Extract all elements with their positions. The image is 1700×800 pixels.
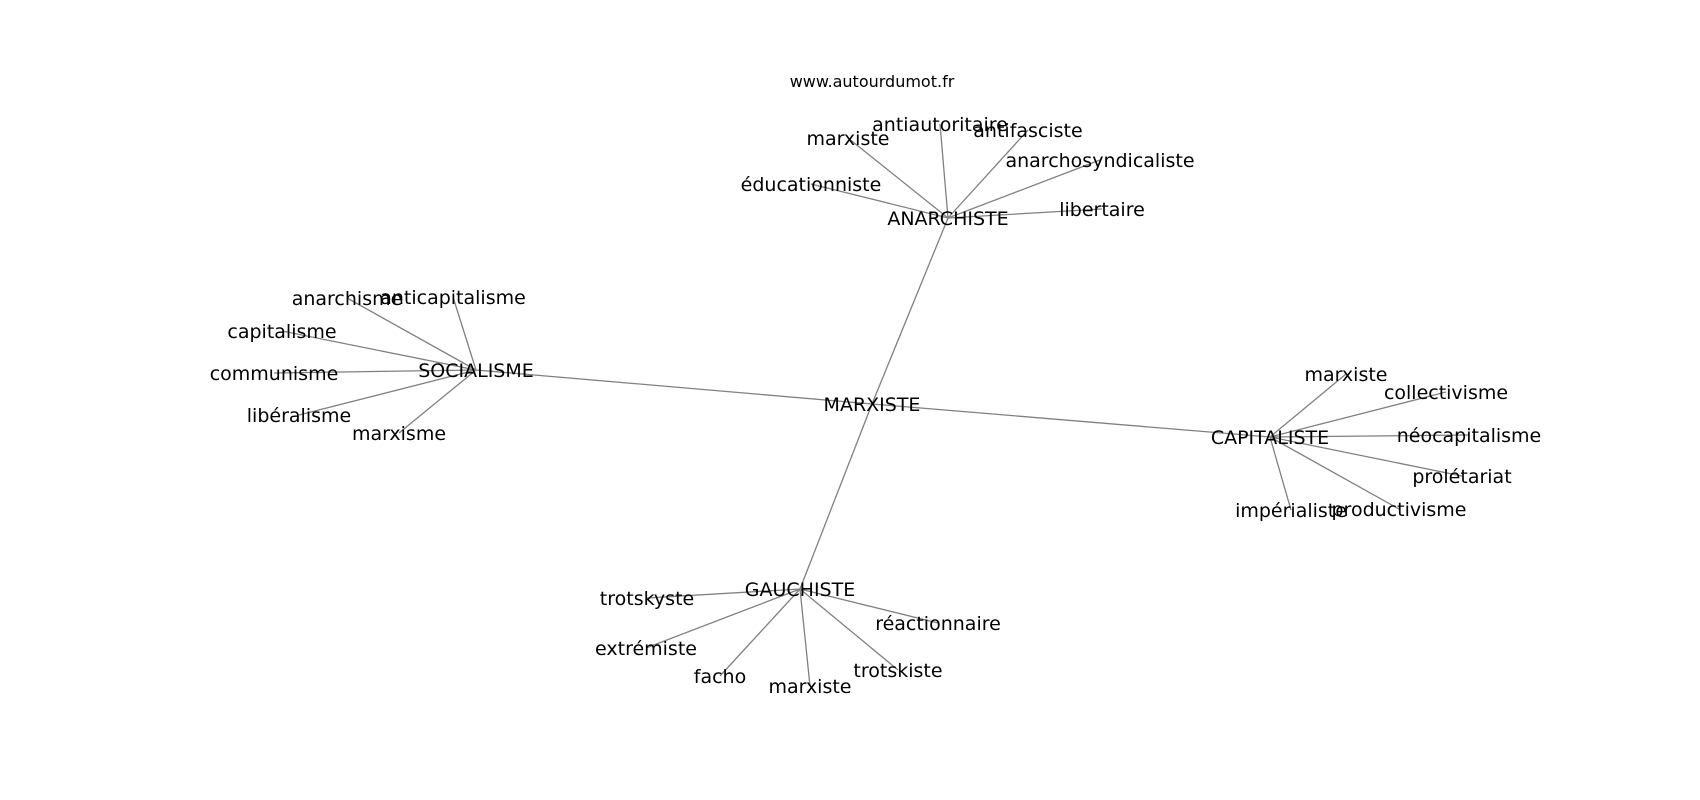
leaf-node-label: marxisme bbox=[352, 423, 446, 445]
leaf-node-label: extrémiste bbox=[595, 638, 697, 660]
edge-anarchiste-leaf bbox=[810, 183, 949, 219]
edge-gauchiste-leaf bbox=[799, 588, 811, 687]
edge-capitaliste-leaf bbox=[1269, 436, 1400, 510]
edges-layer bbox=[273, 123, 1470, 687]
edge-gauchiste-leaf bbox=[799, 588, 939, 624]
leaf-node-label: marxiste bbox=[768, 676, 851, 698]
edge-socialisme-leaf bbox=[398, 369, 477, 434]
leaf-node-label: anarchisme bbox=[292, 288, 403, 310]
leaf-node-label: éducationniste bbox=[741, 174, 882, 196]
edge-capitaliste-leaf bbox=[1269, 391, 1447, 438]
leaf-node-label: communisme bbox=[210, 363, 339, 385]
leaf-node-label: facho bbox=[694, 666, 746, 688]
leaf-node-label: anarchosyndicaliste bbox=[1005, 150, 1194, 172]
edge-gauchiste-leaf bbox=[645, 588, 801, 649]
edge-socialisme-leaf bbox=[452, 296, 477, 371]
center-node-label: MARXISTE bbox=[824, 394, 921, 416]
edge-anarchiste-leaf bbox=[947, 129, 1029, 219]
leaf-node-label: trotskyste bbox=[600, 588, 694, 610]
hub-node-label-gauchiste: GAUCHISTE bbox=[745, 579, 855, 601]
leaf-node-label: libertaire bbox=[1059, 199, 1145, 221]
edge-anarchiste-leaf bbox=[939, 123, 949, 219]
edge-socialisme-leaf bbox=[281, 330, 477, 371]
leaf-node-label: néocapitalisme bbox=[1397, 425, 1542, 447]
leaf-node-label: impérialiste bbox=[1235, 500, 1347, 522]
leaf-node-label: collectivisme bbox=[1384, 382, 1508, 404]
leaf-node-label: anticapitalisme bbox=[380, 287, 526, 309]
site-watermark: www.autourdumot.fr bbox=[790, 72, 955, 91]
edge-center-gauchiste bbox=[799, 403, 873, 590]
leaf-node-label: prolétariat bbox=[1412, 466, 1511, 488]
edge-capitaliste-leaf bbox=[1269, 373, 1347, 438]
leaf-node-label: marxiste bbox=[1304, 364, 1387, 386]
edge-anarchiste-leaf bbox=[947, 208, 1103, 219]
edge-gauchiste-leaf bbox=[799, 588, 899, 671]
leaf-node-label: libéralisme bbox=[247, 405, 351, 427]
leaf-node-label: marxiste bbox=[806, 128, 889, 150]
leaf-node-label: réactionnaire bbox=[875, 613, 1001, 635]
leaf-node-label: antiautoritaire bbox=[872, 114, 1008, 136]
edge-socialisme-leaf bbox=[346, 297, 477, 371]
hub-node-label-socialisme: SOCIALISME bbox=[418, 360, 534, 382]
leaf-node-label: capitalisme bbox=[227, 321, 336, 343]
edge-capitaliste-leaf bbox=[1269, 436, 1463, 477]
hub-node-label-capitaliste: CAPITALISTE bbox=[1211, 427, 1329, 449]
edge-capitaliste-leaf bbox=[1269, 434, 1470, 438]
edge-anarchiste-leaf bbox=[847, 137, 949, 219]
leaf-node-label: productivisme bbox=[1332, 499, 1467, 521]
edge-socialisme-leaf bbox=[298, 369, 477, 416]
edge-gauchiste-leaf bbox=[719, 588, 801, 677]
edge-center-anarchiste bbox=[871, 217, 949, 405]
edge-gauchiste-leaf bbox=[646, 588, 801, 599]
edge-capitaliste-leaf bbox=[1269, 436, 1292, 511]
edge-anarchiste-leaf bbox=[947, 159, 1101, 219]
edge-socialisme-leaf bbox=[273, 369, 477, 374]
leaf-node-label: antifasciste bbox=[973, 120, 1082, 142]
labels-layer: MARXISTEANARCHISTEmarxisteantiautoritair… bbox=[210, 114, 1542, 698]
hub-node-label-anarchiste: ANARCHISTE bbox=[887, 208, 1008, 230]
edge-center-socialisme bbox=[475, 369, 873, 405]
edge-center-capitaliste bbox=[871, 403, 1271, 438]
leaf-node-label: trotskiste bbox=[853, 660, 942, 682]
